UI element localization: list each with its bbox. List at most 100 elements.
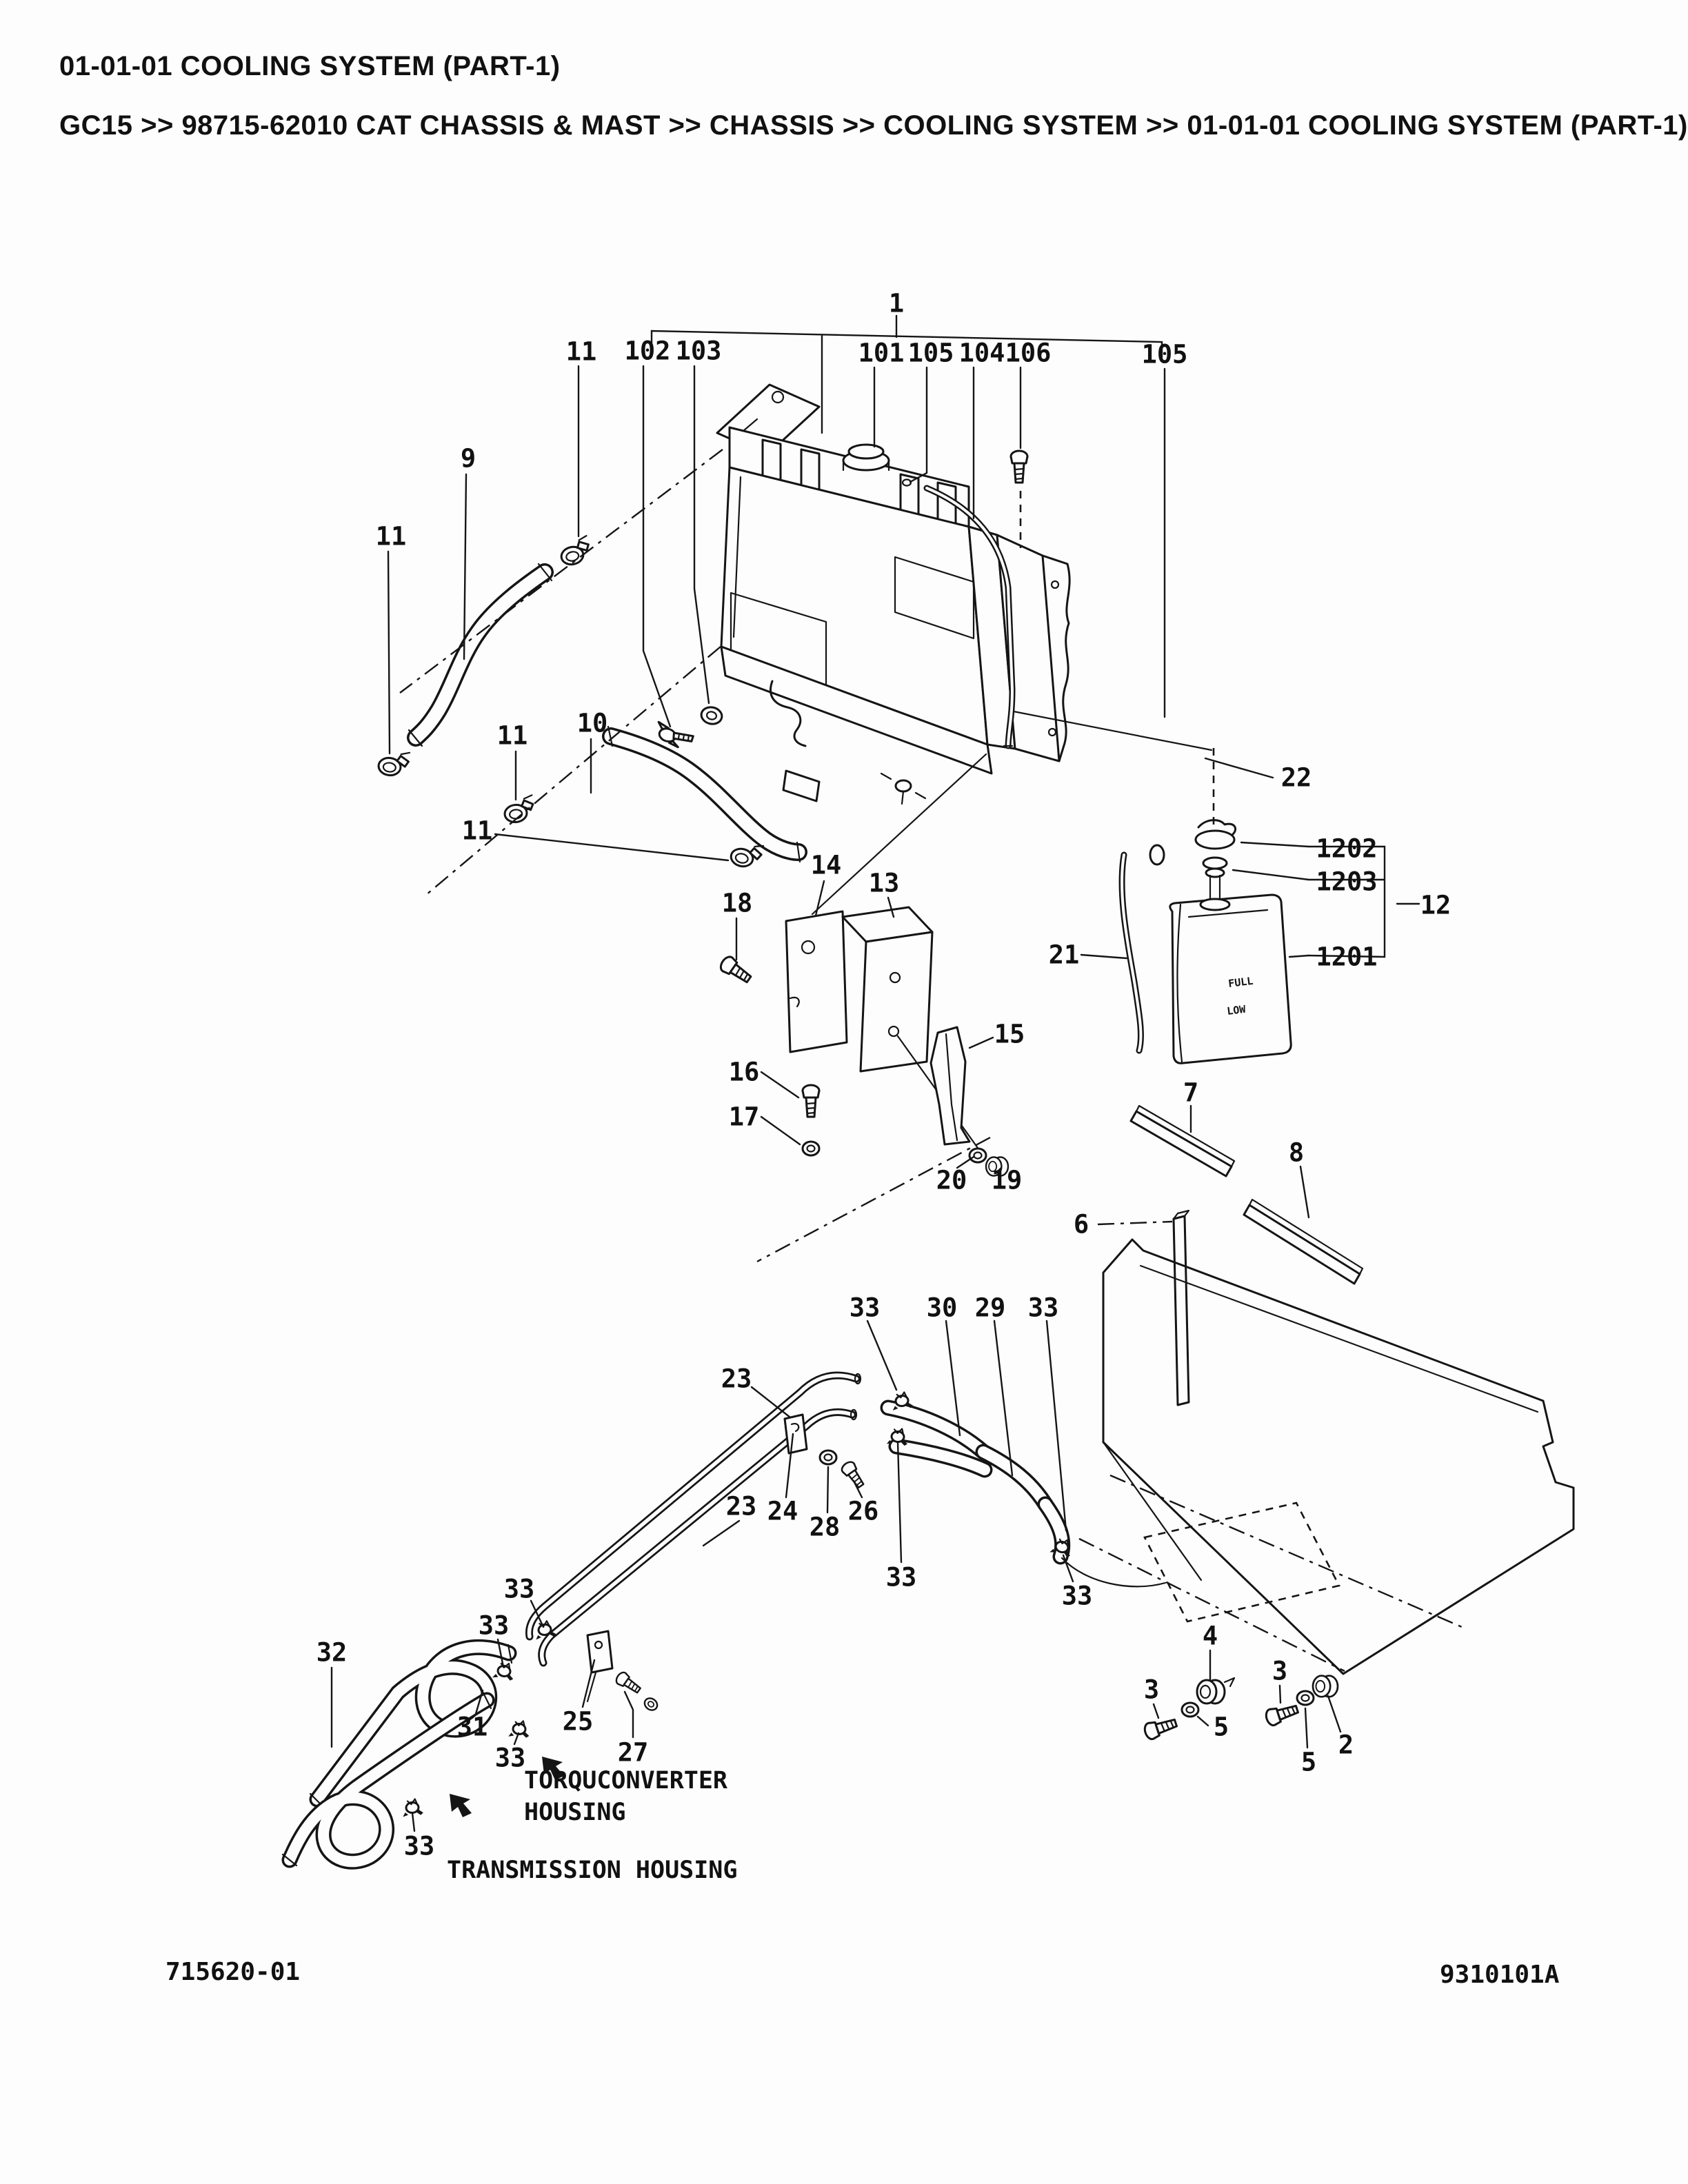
leader-line	[887, 896, 895, 918]
leader-line	[785, 1433, 794, 1499]
part-callout-103: 103	[676, 336, 722, 366]
pipe-brackets	[586, 1413, 868, 1714]
part-callout-5: 5	[1214, 1712, 1229, 1742]
leader-line	[760, 1115, 801, 1146]
leader-line	[1232, 869, 1310, 881]
leader-line	[852, 1479, 863, 1499]
part-callout-13: 13	[869, 869, 900, 898]
leader-line	[1299, 1165, 1310, 1219]
part-callout-11: 11	[376, 522, 407, 552]
leader-line	[693, 365, 710, 705]
part-callout-31: 31	[457, 1712, 488, 1742]
part-callout-7: 7	[1183, 1078, 1198, 1108]
part-callout-11: 11	[566, 337, 597, 367]
part-callout-33: 33	[504, 1575, 535, 1604]
centerline	[399, 449, 723, 694]
group-bracket-1	[650, 330, 1163, 434]
part-callout-20: 20	[936, 1166, 967, 1195]
part-callout-106: 106	[1005, 338, 1052, 368]
housing-label-layer: TORQUCONVERTER HOUSING TRANSMISSION HOUSIN…	[447, 1767, 737, 1884]
leader-line	[760, 1071, 800, 1099]
hose-32	[281, 1690, 495, 1870]
part-callout-33: 33	[886, 1563, 917, 1593]
part-callout-105: 105	[908, 338, 954, 368]
leader-line	[494, 833, 730, 862]
leader-line	[1062, 1554, 1074, 1583]
part-callout-25: 25	[563, 1707, 594, 1737]
leader-line	[1045, 1320, 1067, 1532]
part-callout-8: 8	[1289, 1138, 1304, 1168]
part-callout-33: 33	[1062, 1581, 1093, 1611]
part-callout-1: 1	[889, 289, 904, 318]
shroud-panel	[1078, 1238, 1575, 1675]
part-callout-27: 27	[618, 1738, 649, 1768]
part-callout-17: 17	[729, 1102, 760, 1132]
part-callout-5: 5	[1301, 1748, 1316, 1777]
tank-marking: LOW	[1226, 1003, 1247, 1018]
part-callout-16: 16	[729, 1058, 760, 1087]
part-callout-23: 23	[726, 1492, 757, 1521]
footer-figure-code: 9310101A	[1440, 1961, 1560, 1989]
reserve-tank	[1012, 710, 1386, 1064]
part-callout-11: 11	[462, 816, 493, 846]
leader-line	[1288, 954, 1310, 958]
leader-line	[1080, 953, 1128, 960]
lower-hose-10	[602, 725, 807, 863]
breadcrumb: GC15 >> 98715-62010 CAT CHASSIS & MAST >…	[59, 110, 1688, 141]
leader-line	[642, 365, 672, 728]
leader-line	[814, 880, 825, 917]
leader-line	[1240, 841, 1310, 848]
leader-line	[1204, 757, 1274, 779]
housing-label: TRANSMISSION HOUSING	[447, 1857, 737, 1884]
part-callout-30: 30	[927, 1293, 958, 1323]
part-callout-6: 6	[1074, 1210, 1089, 1240]
leader-line	[993, 1320, 1014, 1477]
leader-line	[811, 753, 987, 916]
part-callout-9: 9	[461, 444, 476, 474]
leader-line	[623, 1690, 634, 1739]
part-callout-32: 32	[316, 1638, 348, 1668]
part-callout-33: 33	[495, 1743, 526, 1773]
part-callout-33: 33	[479, 1611, 510, 1641]
cooler-pipes-23	[525, 1371, 862, 1667]
hose-30	[880, 1399, 1054, 1513]
part-callout-21: 21	[1049, 940, 1080, 970]
part-callout-24: 24	[767, 1497, 798, 1526]
page-title: 01-01-01 COOLING SYSTEM (PART-1)	[59, 51, 561, 81]
leader-line	[474, 1689, 484, 1715]
part-callout-11: 11	[497, 721, 528, 751]
leader-line	[866, 1320, 898, 1391]
part-callout-19: 19	[992, 1166, 1023, 1195]
leader-line	[1304, 1707, 1309, 1749]
leader-line	[968, 1036, 994, 1049]
part-callout-101: 101	[858, 338, 905, 368]
leader-line	[1327, 1695, 1342, 1733]
leader-line	[387, 550, 391, 755]
seals	[1097, 1104, 1364, 1406]
leader-line	[994, 1166, 1003, 1175]
leader-line	[956, 1155, 975, 1169]
part-callout-28: 28	[810, 1513, 841, 1542]
part-callout-4: 4	[1203, 1621, 1218, 1651]
housing-label: HOUSING	[524, 1799, 626, 1826]
leader-line	[513, 1732, 520, 1746]
leader-line	[945, 1320, 961, 1437]
part-callout-33: 33	[404, 1832, 435, 1861]
part-callout-29: 29	[975, 1293, 1006, 1323]
leader-line	[750, 1386, 792, 1419]
leader-line	[411, 1812, 416, 1832]
part-callout-2: 2	[1338, 1730, 1354, 1760]
footer-doc-number: 715620-01	[165, 1958, 301, 1986]
housing-label: TORQUCONVERTER	[524, 1767, 728, 1794]
leader-line	[909, 366, 928, 483]
part-callout-33: 33	[850, 1293, 881, 1323]
part-callout-105: 105	[1142, 340, 1188, 370]
leader-line	[702, 1519, 741, 1547]
leader-line	[581, 1659, 596, 1708]
leader-line	[826, 1466, 830, 1514]
radiator	[716, 383, 1071, 805]
part-callout-3: 3	[1272, 1657, 1287, 1686]
